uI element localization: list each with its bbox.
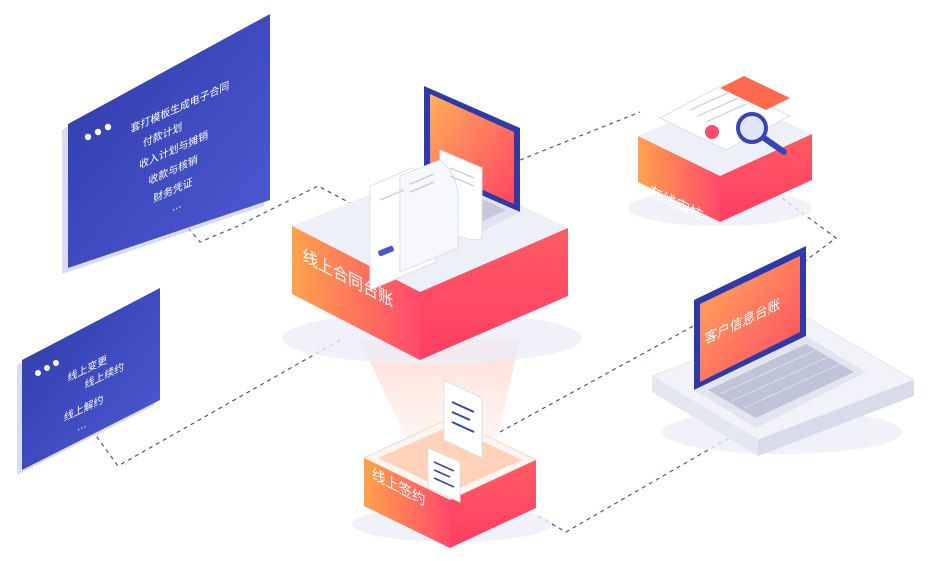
- feature-panel-bottom: 线上变更 线上续约 线上解约 ...: [17, 288, 160, 475]
- panel-top-line-6: ...: [172, 197, 181, 214]
- window-dot-1: [84, 133, 92, 141]
- window-dot-3: [53, 360, 59, 366]
- connector-review: [519, 111, 641, 161]
- document-review-icon: [658, 76, 792, 151]
- window-dot-1: [35, 370, 41, 376]
- window-dot-3: [104, 123, 112, 131]
- connector-review-customer: [781, 197, 838, 263]
- customer-block: 客户信息台账: [650, 246, 916, 456]
- signing-document-icon: [427, 379, 483, 503]
- contract-paper-icon: [369, 149, 483, 291]
- signing-block: 线上签约: [352, 379, 552, 548]
- review-block: 在线审核: [628, 76, 812, 226]
- magnifier-icon: [736, 112, 787, 155]
- panel-bottom-line-4: ...: [77, 417, 86, 434]
- connector-top-panel: [182, 185, 353, 243]
- window-dot-2: [94, 128, 102, 136]
- feature-panel-top: 套打模板生成电子合同 付款计划 收入计划与摊销 收款与核销 财务凭证 ...: [62, 14, 270, 274]
- window-dot-2: [44, 365, 50, 371]
